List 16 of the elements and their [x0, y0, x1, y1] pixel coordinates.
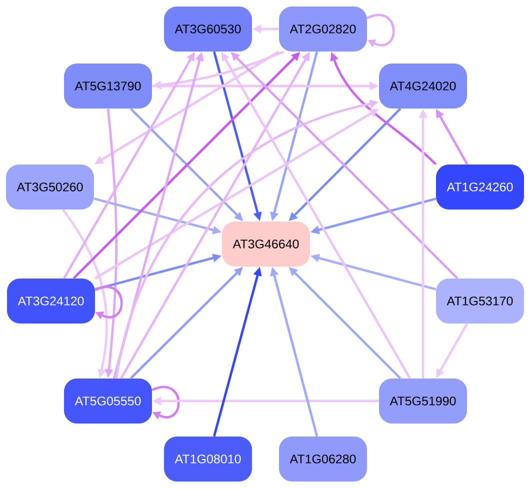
- gene-box: AT1G24260: [436, 164, 524, 210]
- gene-box: AT1G53170: [436, 278, 524, 324]
- gene-box: AT1G08010: [164, 436, 252, 482]
- gene-box: AT3G60530: [164, 6, 252, 52]
- gene-box: AT3G24120: [7, 278, 95, 324]
- loop-arrow: [152, 386, 180, 420]
- loop-arrow: [366, 14, 395, 48]
- loop-arrow: [94, 286, 123, 320]
- gene-box: AT5G13790: [64, 64, 152, 108]
- gene-box: AT3G50260: [6, 164, 94, 210]
- gene-box: AT5G05550: [64, 378, 152, 424]
- gene-box: AT1G06280: [279, 436, 367, 482]
- gene-box: AT5G51990: [379, 378, 467, 424]
- gene-box: AT2G02820: [279, 6, 367, 52]
- gene-box: AT4G24020: [379, 64, 467, 108]
- gene-box: AT3G46640: [222, 221, 310, 266]
